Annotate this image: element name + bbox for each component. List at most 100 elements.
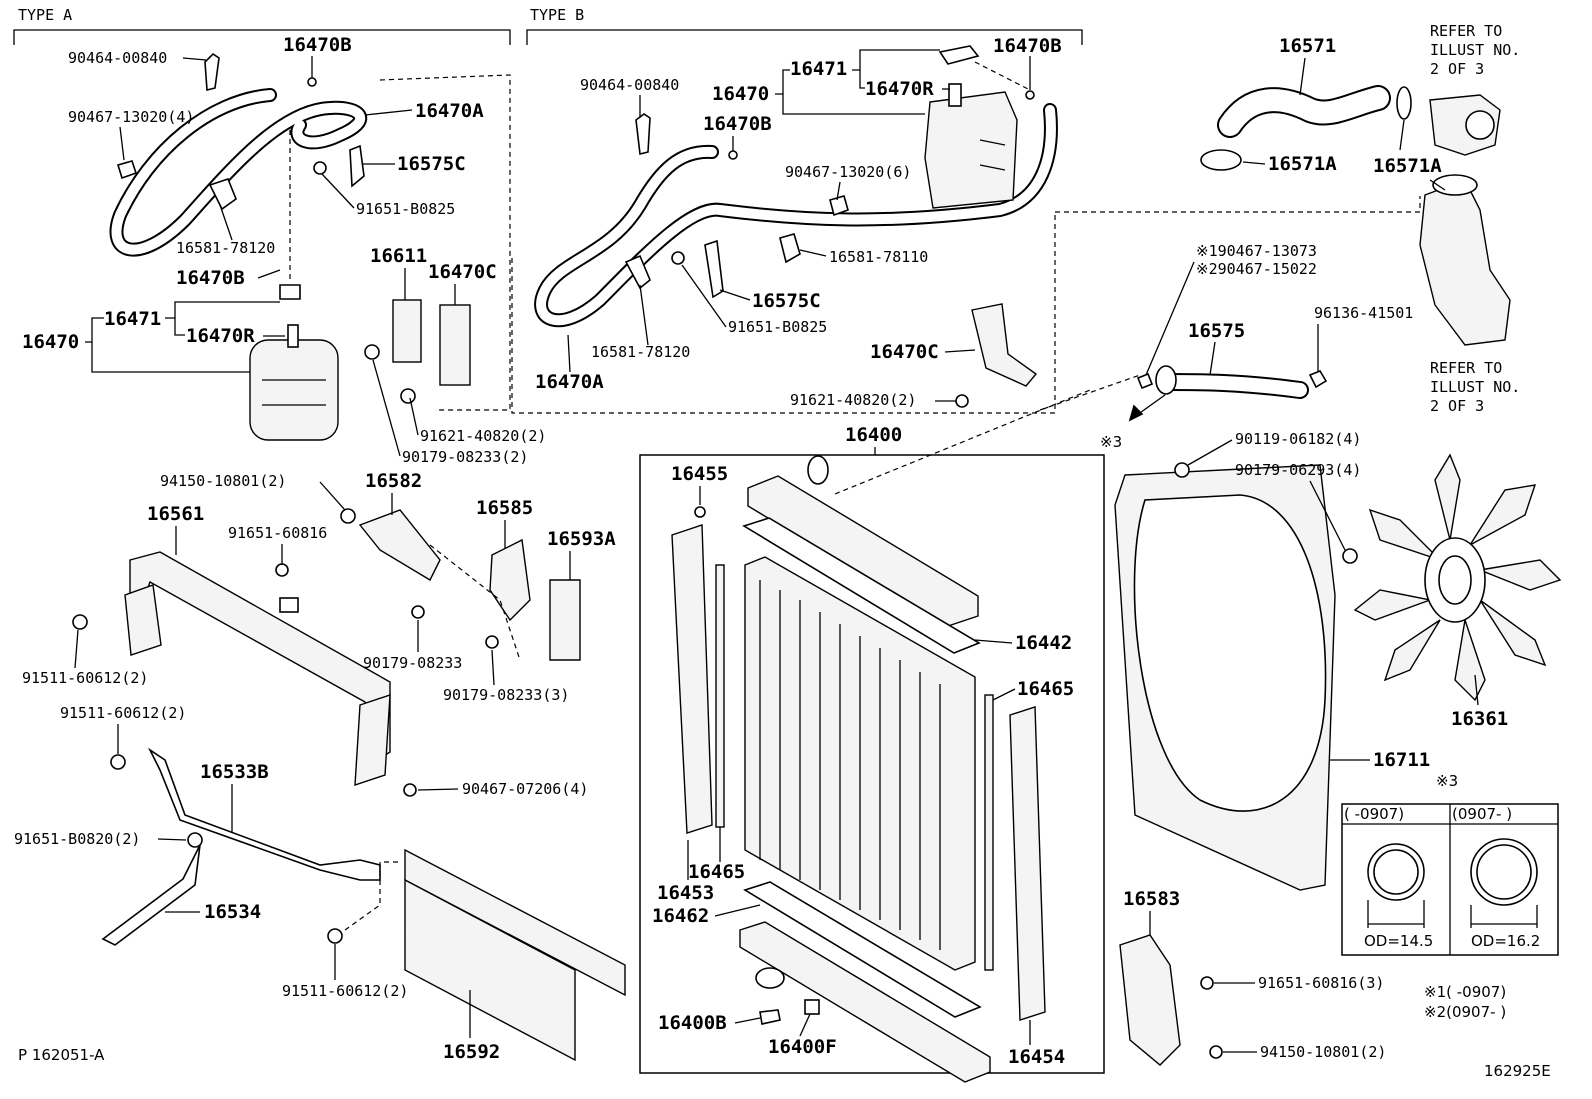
side-plate-16454 bbox=[1009, 706, 1046, 1021]
reservoir-tank-a bbox=[249, 284, 339, 441]
seal-16465-right bbox=[984, 694, 994, 971]
type-a-heading: TYPE A bbox=[18, 6, 72, 24]
clamp-90464-b bbox=[635, 113, 651, 155]
label-a-91651: 91651-B0825 bbox=[356, 200, 455, 218]
label-a-16470a: 16470A bbox=[415, 100, 484, 122]
radiator-box bbox=[639, 454, 1105, 1074]
cap-16470b-a bbox=[279, 284, 301, 300]
label-a-16470b-top: 16470B bbox=[283, 34, 352, 56]
label-l-94150: 94150-10801(2) bbox=[160, 472, 286, 490]
cap-16470b-b bbox=[938, 45, 980, 65]
label-f-91651: 91651-60816(3) bbox=[1258, 974, 1384, 992]
bolt-16455 bbox=[694, 506, 706, 518]
label-b-16470r: 16470R bbox=[865, 78, 934, 100]
label-16453: 16453 bbox=[657, 882, 714, 904]
type-a-bracket bbox=[13, 29, 511, 45]
label-16462: 16462 bbox=[652, 905, 709, 927]
seal-16465-left bbox=[715, 564, 725, 828]
refer-bottom-line3: 2 OF 3 bbox=[1430, 397, 1484, 415]
od-col1-header: ( -0907) bbox=[1344, 805, 1404, 823]
label-b-90467: 90467-13020(6) bbox=[785, 163, 911, 181]
label-l-91651-b0820: 91651-B0820(2) bbox=[14, 830, 140, 848]
type-b-hose-group bbox=[534, 103, 1058, 328]
od-col2-header: (0907- ) bbox=[1452, 805, 1512, 823]
label-a-90464: 90464-00840 bbox=[68, 49, 167, 67]
label-f-16361: 16361 bbox=[1451, 708, 1508, 730]
label-b-16470b-mid: 16470B bbox=[703, 113, 772, 135]
label-a-90179: 90179-08233(2) bbox=[402, 448, 528, 466]
label-a-16581: 16581-78120 bbox=[176, 239, 275, 257]
label-l-91511-a: 91511-60612(2) bbox=[22, 669, 148, 687]
od-table: ( -0907) (0907- ) OD=14.5 OD=16.2 bbox=[1341, 803, 1559, 956]
refer-top-line3: 2 OF 3 bbox=[1430, 60, 1484, 78]
gasket-16442 bbox=[742, 517, 981, 654]
stay-16534 bbox=[101, 844, 201, 946]
label-16465-left: 16465 bbox=[688, 861, 745, 883]
label-b-91651: 91651-B0825 bbox=[728, 318, 827, 336]
side-plate-16453 bbox=[671, 524, 713, 834]
upper-tank bbox=[747, 475, 979, 627]
label-b-16471: 16471 bbox=[790, 58, 847, 80]
clip-16581-78110-b bbox=[779, 233, 801, 264]
label-96136: 96136-41501 bbox=[1314, 304, 1413, 322]
label-16400b: 16400B bbox=[658, 1012, 727, 1034]
bolt-91651-a bbox=[313, 161, 327, 175]
label-a-16470c: 16470C bbox=[428, 261, 497, 283]
label-16465-right: 16465 bbox=[1017, 678, 1074, 700]
refer-bottom-line1: REFER TO bbox=[1430, 359, 1502, 377]
label-l-90179-3: 90179-08233(3) bbox=[443, 686, 569, 704]
drawing-number: 162925E bbox=[1484, 1062, 1551, 1080]
label-f-16711: 16711 bbox=[1373, 749, 1430, 771]
label-b-16581-78110: 16581-78110 bbox=[829, 248, 928, 266]
type-a-hose-group bbox=[109, 52, 368, 257]
label-16442: 16442 bbox=[1015, 632, 1072, 654]
bracket-16575c-b bbox=[704, 239, 724, 299]
label-a-16611: 16611 bbox=[370, 245, 427, 267]
water-outlet bbox=[1429, 94, 1501, 156]
clip-16581-a bbox=[208, 178, 237, 211]
clip-16470b-b bbox=[728, 150, 738, 160]
od-col1-value: OD=14.5 bbox=[1364, 932, 1433, 950]
bracket-16470c-b bbox=[955, 303, 1038, 408]
od-col2-value: OD=16.2 bbox=[1471, 932, 1540, 950]
footnote-2: ※2(0907- ) bbox=[1424, 1003, 1506, 1021]
label-16571a-right: 16571A bbox=[1373, 155, 1442, 177]
label-l-90467-07206: 90467-07206(4) bbox=[462, 780, 588, 798]
label-b-16470b-top: 16470B bbox=[993, 35, 1062, 57]
label-16400f: 16400F bbox=[768, 1036, 837, 1058]
label-a-16575c: 16575C bbox=[397, 153, 466, 175]
label-l-91511-b: 91511-60612(2) bbox=[60, 704, 186, 722]
clamp-90467-b bbox=[829, 195, 849, 217]
label-note-1: ※190467-13073 bbox=[1196, 242, 1317, 260]
label-l-91651-60816: 91651-60816 bbox=[228, 524, 327, 542]
fan-16361 bbox=[1342, 453, 1562, 702]
label-b-16470a: 16470A bbox=[535, 371, 604, 393]
footnote-1: ※1( -0907) bbox=[1424, 983, 1506, 1001]
label-f-16583: 16583 bbox=[1123, 888, 1180, 910]
label-a-16470r: 16470R bbox=[186, 325, 255, 347]
label-f-star3: ※3 bbox=[1436, 772, 1458, 790]
bracket-group-lower-left bbox=[340, 508, 581, 661]
thermostat-housing bbox=[1419, 179, 1511, 346]
label-16571a-left: 16571A bbox=[1268, 153, 1337, 175]
drain-16400b bbox=[759, 1009, 781, 1025]
clamp-16571a-right bbox=[1396, 86, 1412, 120]
label-16571: 16571 bbox=[1279, 35, 1336, 57]
plate-16593a bbox=[549, 579, 581, 661]
label-a-16470: 16470 bbox=[22, 331, 79, 353]
refer-bottom-line2: ILLUST NO. bbox=[1430, 378, 1520, 396]
refer-top-line1: REFER TO bbox=[1430, 22, 1502, 40]
label-16400: 16400 bbox=[845, 424, 902, 446]
label-note-2: ※290467-15022 bbox=[1196, 260, 1317, 278]
bracket-16582 bbox=[358, 509, 441, 581]
label-f-90179: 90179-06293(4) bbox=[1235, 461, 1361, 479]
support-16561 bbox=[72, 551, 391, 786]
refer-top-line2: ILLUST NO. bbox=[1430, 41, 1520, 59]
label-l-90179-08233: 90179-08233 bbox=[363, 654, 462, 672]
bracket-16585 bbox=[489, 538, 531, 622]
lower-tank bbox=[739, 921, 991, 1083]
upper-hose-group bbox=[1136, 85, 1511, 399]
clip-16470b-a bbox=[307, 77, 317, 87]
